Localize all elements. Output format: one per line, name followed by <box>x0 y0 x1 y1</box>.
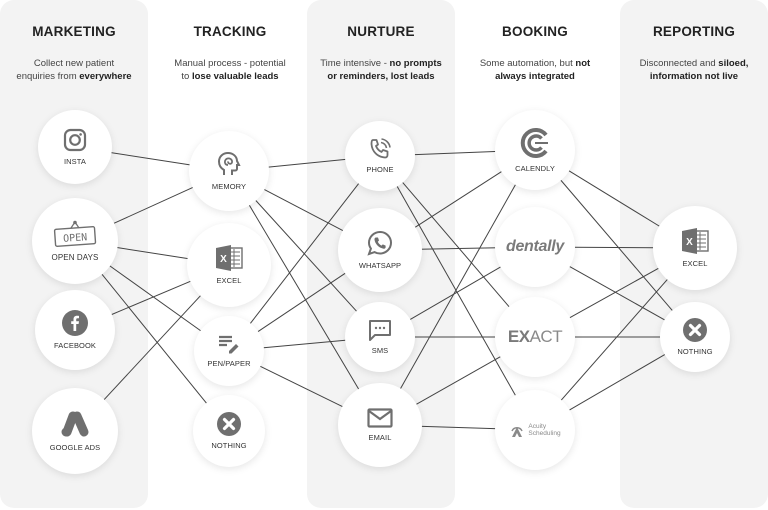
svg-text:X: X <box>686 237 693 248</box>
node-dentally[interactable]: dentally <box>495 207 575 287</box>
node-label: OPEN DAYS <box>51 253 99 262</box>
node-label: PEN/PAPER <box>207 359 251 368</box>
node-exact[interactable]: EXACT <box>495 297 575 377</box>
chat-bubble-icon <box>368 319 392 341</box>
column-description: Manual process - potential to lose valua… <box>174 58 286 82</box>
node-whatsapp[interactable]: WHATSAPP <box>338 208 422 292</box>
node-phone[interactable]: PHONE <box>345 121 415 191</box>
connection-line <box>260 339 349 349</box>
node-label: NOTHING <box>677 347 713 356</box>
open-sign-icon: OPEN <box>52 220 98 248</box>
node-label: CALENDLY <box>515 164 555 173</box>
connection-line <box>418 247 499 250</box>
svg-text:OPEN: OPEN <box>63 232 88 245</box>
connection-line <box>108 151 193 166</box>
node-email[interactable]: EMAIL <box>338 383 422 467</box>
connection-line <box>566 352 668 412</box>
connection-line <box>253 198 359 314</box>
node-label: MEMORY <box>211 182 247 191</box>
svg-text:X: X <box>220 254 227 265</box>
connection-line <box>567 264 668 322</box>
node-google-ads[interactable]: GOOGLE ADS <box>32 388 118 474</box>
node-sms[interactable]: SMS <box>345 302 415 372</box>
node-nothing-tracking[interactable]: NOTHING <box>193 395 265 467</box>
column-description: Collect new patient enquiries from every… <box>16 58 132 82</box>
calendly-logo-icon <box>519 127 551 159</box>
column-title: MARKETING <box>32 24 116 39</box>
connection-line <box>257 364 346 409</box>
column-title: BOOKING <box>502 24 568 39</box>
node-label: EXCEL <box>682 259 708 268</box>
connection-line <box>571 246 657 249</box>
x-circle-icon <box>683 318 707 342</box>
connection-line <box>566 168 663 229</box>
connection-line <box>114 246 191 260</box>
node-memory[interactable]: MEMORY <box>189 131 269 211</box>
excel-icon: X <box>681 228 709 254</box>
connection-line <box>413 354 504 407</box>
connection-line <box>107 263 204 333</box>
node-label: INSTA <box>63 157 87 166</box>
connection-line <box>101 293 203 403</box>
node-calendly[interactable]: CALENDLY <box>495 110 575 190</box>
node-label: GOOGLE ADS <box>49 443 101 452</box>
connection-line <box>407 265 504 322</box>
connection-line <box>559 276 670 403</box>
connection-line <box>255 271 348 334</box>
brain-head-icon <box>217 151 241 177</box>
node-insta[interactable]: INSTA <box>38 110 112 184</box>
facebook-icon <box>62 310 88 336</box>
dentally-logo: dentally <box>505 238 565 255</box>
whatsapp-icon <box>367 230 393 256</box>
acuity-icon <box>511 427 524 437</box>
connection-line <box>418 425 499 430</box>
node-label: WHATSAPP <box>358 261 402 270</box>
node-pen-paper[interactable]: PEN/PAPER <box>194 316 264 386</box>
connection-line <box>395 183 518 399</box>
connection-line <box>558 177 675 314</box>
node-facebook[interactable]: FACEBOOK <box>35 290 115 370</box>
column-title: REPORTING <box>652 24 736 39</box>
pen-paper-icon <box>218 334 240 354</box>
connection-line <box>265 158 349 168</box>
connection-line <box>412 169 505 230</box>
column-title: TRACKING <box>193 24 267 39</box>
column-description: Time intensive - no prompts or reminders… <box>320 58 442 82</box>
node-label: PHONE <box>366 165 394 174</box>
excel-icon: X <box>215 245 243 271</box>
phone-icon <box>369 138 391 160</box>
node-label: NOTHING <box>211 441 247 450</box>
node-excel-reporting[interactable]: X EXCEL <box>653 206 737 290</box>
node-nothing-reporting[interactable]: NOTHING <box>660 302 730 372</box>
exact-logo: EXACT <box>507 327 563 346</box>
node-label: EXCEL <box>216 276 242 285</box>
x-circle-icon <box>217 412 241 436</box>
connection-line <box>567 266 662 320</box>
node-label: SMS <box>371 346 389 355</box>
connection-line <box>400 179 512 310</box>
node-label: EMAIL <box>368 433 392 442</box>
connection-line <box>247 202 361 392</box>
connection-line <box>248 180 361 327</box>
connection-line <box>398 181 518 392</box>
connection-line <box>111 185 196 225</box>
node-excel-tracking[interactable]: X EXCEL <box>187 223 271 307</box>
column-description: Some automation, but not always integrat… <box>479 58 591 82</box>
column-title: NURTURE <box>347 24 415 39</box>
connection-line <box>108 279 194 317</box>
node-open-days[interactable]: OPEN OPEN DAYS <box>32 198 118 284</box>
envelope-icon <box>367 408 393 428</box>
instagram-icon <box>63 128 87 152</box>
google-ads-icon <box>59 410 91 438</box>
column-description: Disconnected and siloed, information not… <box>639 58 749 82</box>
node-label: FACEBOOK <box>53 341 97 350</box>
connection-line <box>99 271 209 406</box>
connection-line <box>411 150 499 156</box>
connection-line <box>261 187 346 233</box>
